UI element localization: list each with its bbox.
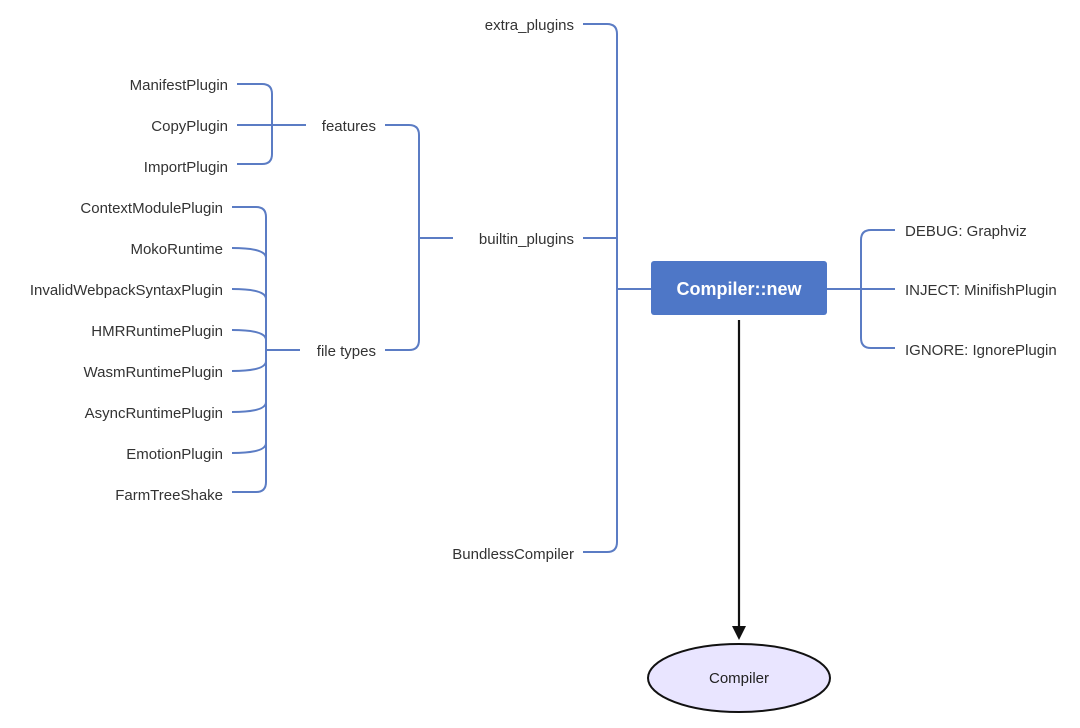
root-node-label: Compiler::new — [676, 279, 802, 299]
file-type-item[interactable]: MokoRuntime — [130, 241, 223, 258]
arrow-head-icon — [732, 626, 746, 640]
output-node-label: Compiler — [709, 670, 769, 687]
env-item-ignore[interactable]: IGNORE: IgnorePlugin — [905, 342, 1057, 359]
group-file-types[interactable]: file types — [317, 343, 376, 360]
group-features[interactable]: features — [322, 118, 376, 135]
connector-filetypes-tick-1 — [231, 247, 267, 259]
file-type-item[interactable]: ContextModulePlugin — [80, 200, 223, 217]
branch-bundless-compiler[interactable]: BundlessCompiler — [452, 546, 574, 563]
file-type-item[interactable]: WasmRuntimePlugin — [84, 364, 224, 381]
connector-builtin-bracket — [385, 124, 420, 351]
root-node[interactable]: Compiler::new — [651, 261, 827, 315]
file-type-item[interactable]: HMRRuntimePlugin — [91, 323, 223, 340]
connector-filetypes-tick-3 — [231, 329, 267, 341]
features-item[interactable]: ImportPlugin — [144, 159, 228, 176]
file-type-item[interactable]: InvalidWebpackSyntaxPlugin — [30, 282, 223, 299]
file-type-item[interactable]: FarmTreeShake — [115, 487, 223, 504]
features-item[interactable]: ManifestPlugin — [130, 77, 228, 94]
connector-filetypes-tick-2 — [231, 288, 267, 300]
branch-builtin-plugins[interactable]: builtin_plugins — [479, 231, 574, 248]
output-node[interactable]: Compiler — [647, 643, 831, 713]
root-node-box — [651, 261, 827, 315]
connector-main-bracket — [583, 23, 618, 553]
branch-extra-plugins[interactable]: extra_plugins — [485, 17, 574, 34]
env-item-inject[interactable]: INJECT: MinifishPlugin — [905, 282, 1057, 299]
file-type-item[interactable]: EmotionPlugin — [126, 446, 223, 463]
output-node-ellipse — [647, 643, 831, 713]
features-item[interactable]: CopyPlugin — [151, 118, 228, 135]
env-item-debug[interactable]: DEBUG: Graphviz — [905, 223, 1027, 240]
connector-filetypes-tick-4 — [231, 360, 267, 372]
connector-filetypes-tick-5 — [231, 401, 267, 413]
connector-env-bracket — [860, 229, 895, 349]
connector-filetypes-tick-6 — [231, 442, 267, 454]
file-type-item[interactable]: AsyncRuntimePlugin — [85, 405, 223, 422]
